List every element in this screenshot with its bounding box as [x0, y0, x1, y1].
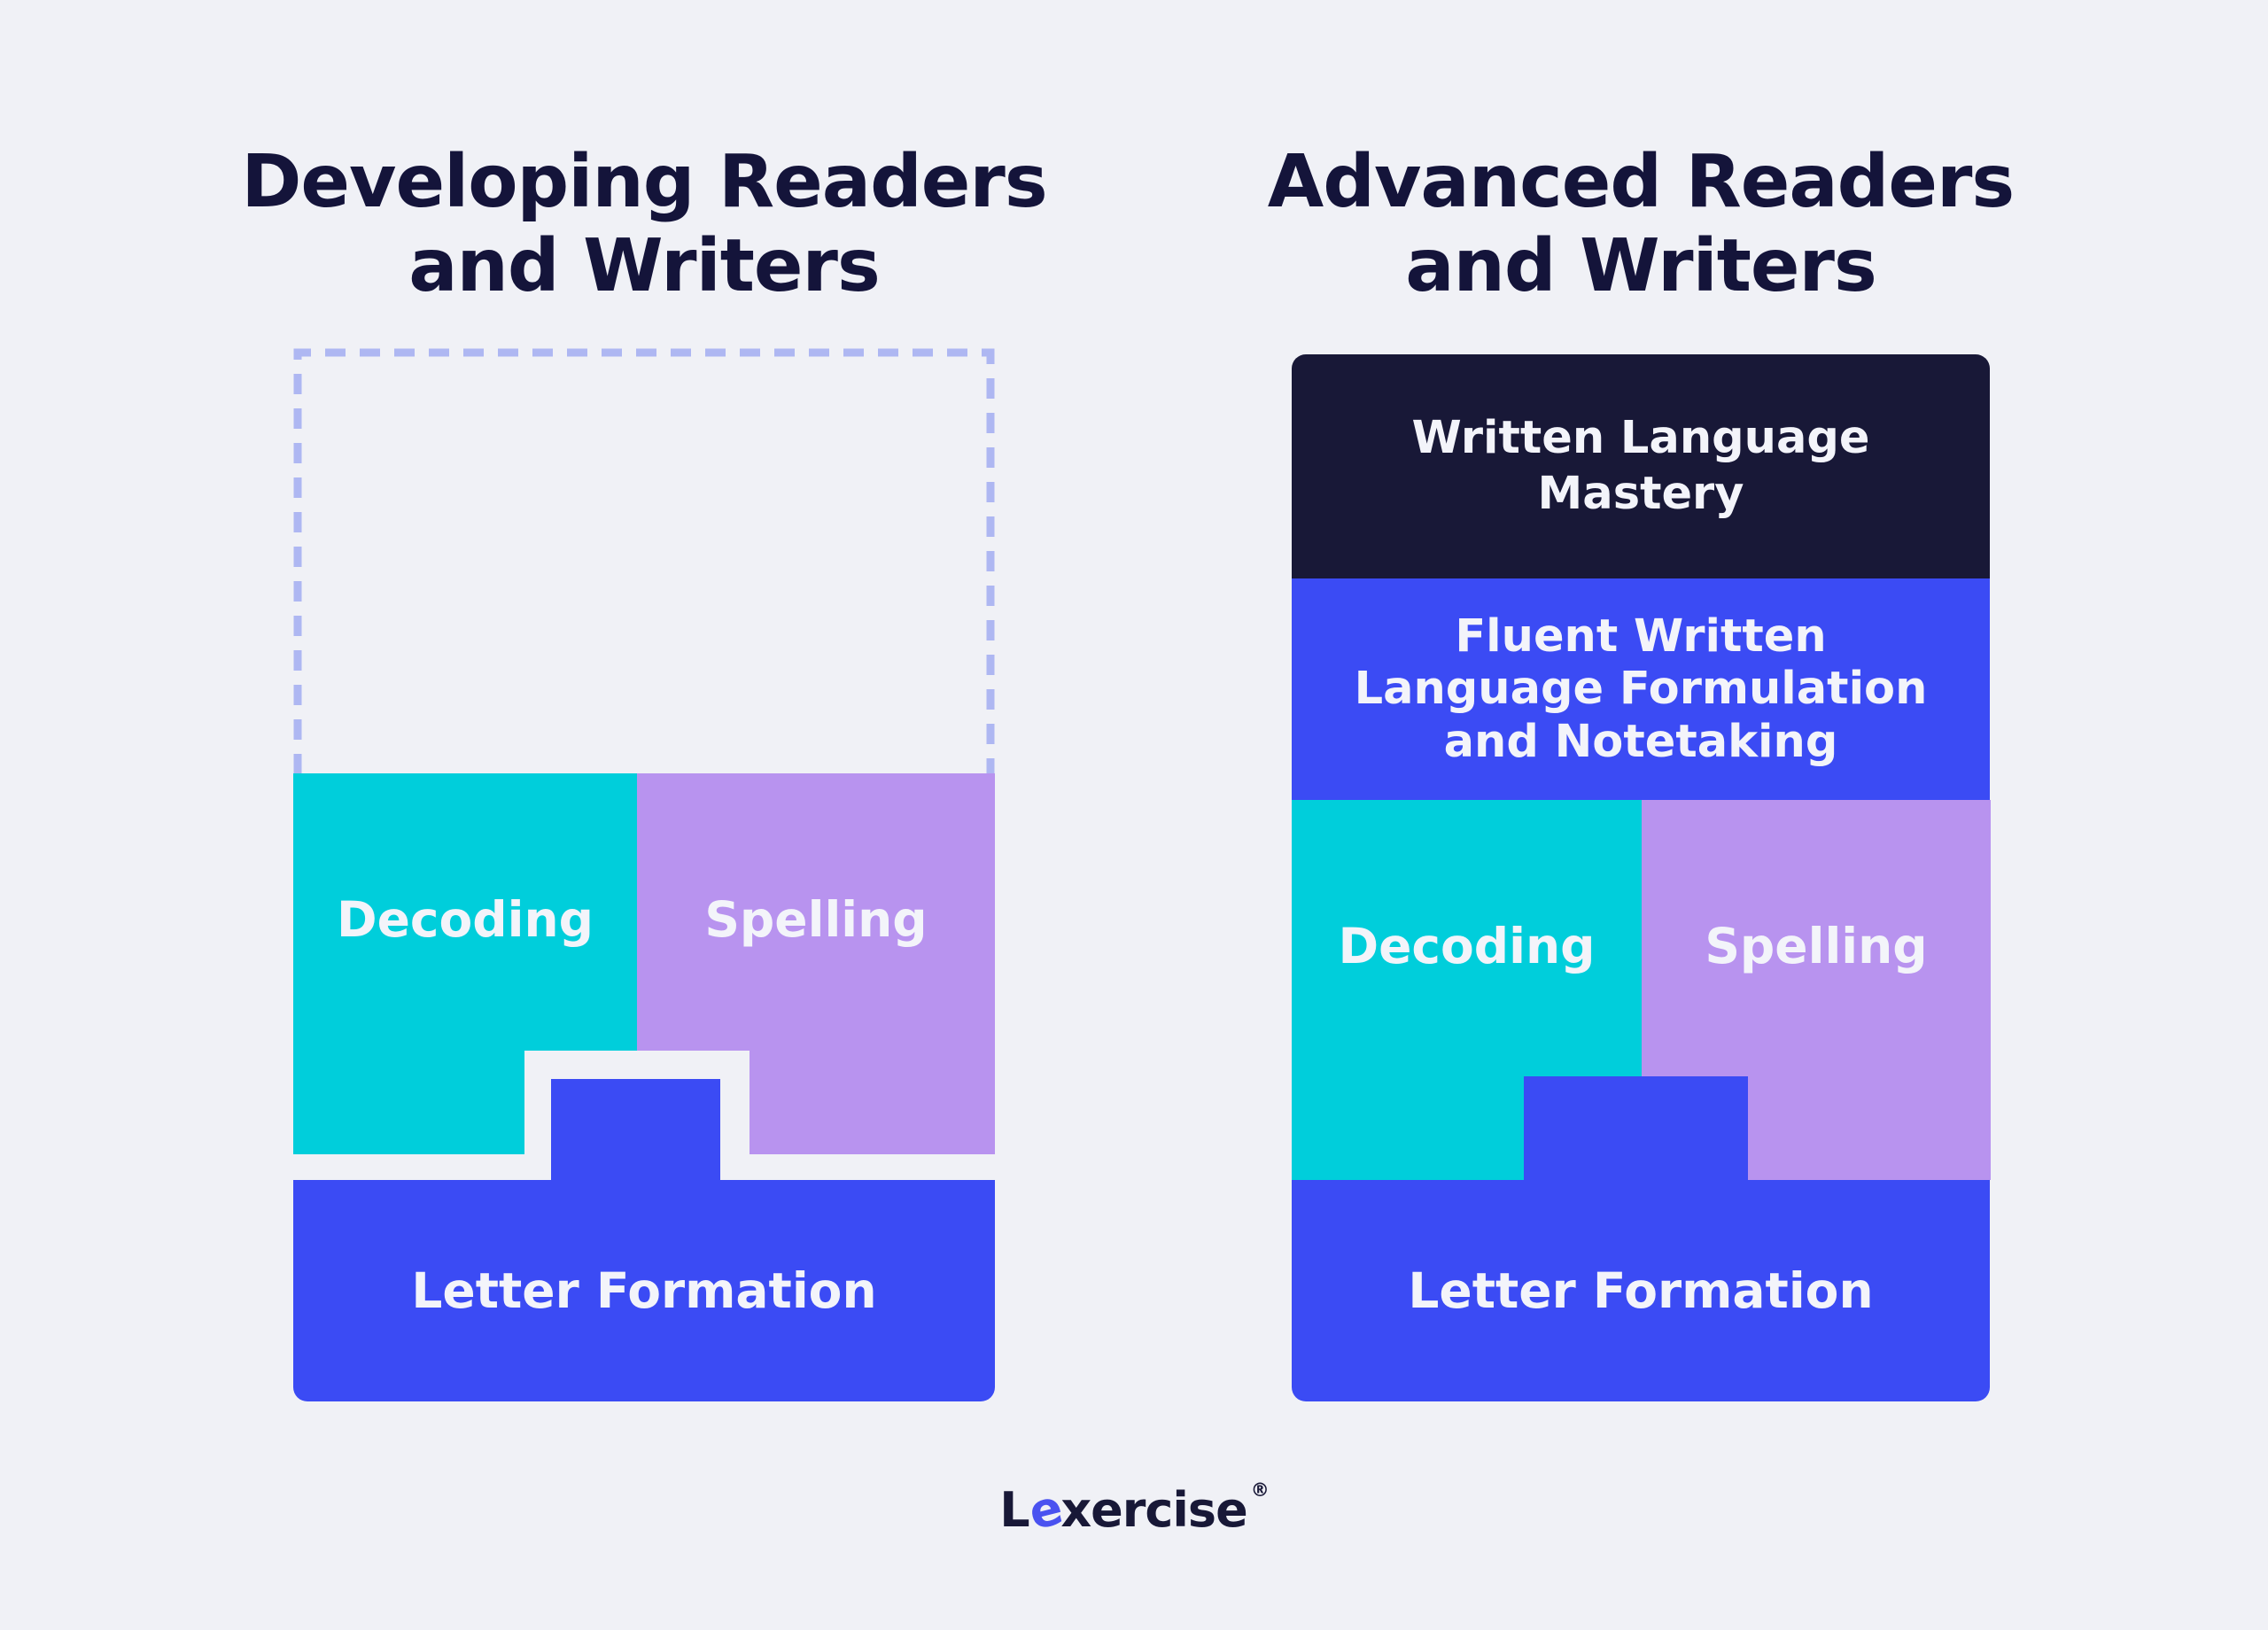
- fluent-formulation-label: Fluent Written Language Formulation and …: [1354, 609, 1928, 768]
- right-column-title: Advanced Readers and Writers: [1267, 140, 2015, 309]
- dashed-outline-path: [293, 348, 995, 774]
- registered-trademark-symbol: ®: [1250, 1479, 1270, 1501]
- puzzle-tab-left: [551, 1079, 720, 1182]
- fluent-formulation-block: Fluent Written Language Formulation and …: [1292, 578, 1990, 800]
- written-language-mastery-label: Written Language Mastery: [1411, 412, 1870, 520]
- letter-formation-label-left: Letter Formation: [411, 1262, 877, 1319]
- left-column-title: Developing Readers and Writers: [241, 140, 1047, 309]
- letter-formation-bar-left: Letter Formation: [293, 1180, 995, 1401]
- written-language-mastery-block: Written Language Mastery: [1292, 354, 1990, 578]
- spelling-block-left: Spelling: [637, 773, 995, 1154]
- logo-rest: xercise: [1060, 1482, 1247, 1538]
- spelling-label-right: Spelling: [1705, 918, 1928, 974]
- lexercise-logo: Lexercise®: [0, 1479, 2268, 1541]
- decoding-label-right: Decoding: [1338, 918, 1596, 974]
- puzzle-tab-right: [1524, 1076, 1748, 1181]
- decoding-block-left: Decoding: [293, 773, 637, 1154]
- letter-formation-bar-right: Letter Formation: [1292, 1180, 1990, 1401]
- decoding-label-left: Decoding: [336, 891, 594, 948]
- logo-prefix: L: [999, 1482, 1029, 1538]
- empty-slot-dashed-outline: [293, 348, 995, 774]
- decoding-block-right: Decoding: [1292, 800, 1642, 1180]
- spelling-label-left: Spelling: [704, 891, 928, 948]
- letter-formation-label-right: Letter Formation: [1408, 1262, 1874, 1319]
